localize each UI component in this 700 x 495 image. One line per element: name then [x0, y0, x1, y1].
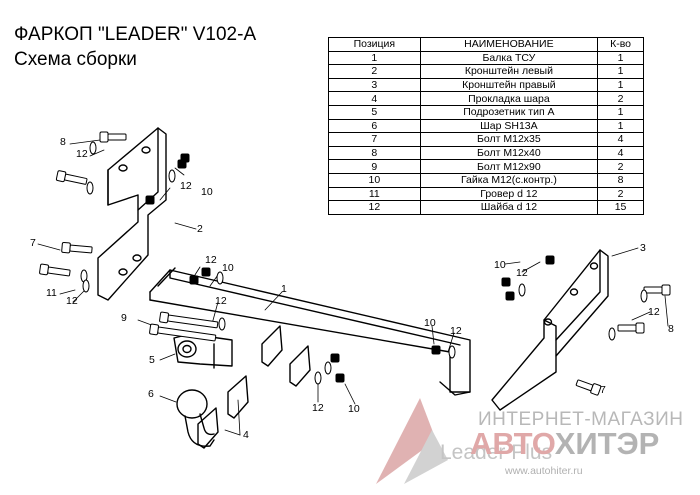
cell-name: Шайба d 12 [419, 200, 599, 215]
watermark-logo-text: Leader Plus [440, 441, 553, 464]
callout-8: 8 [668, 323, 674, 335]
callout-12: 12 [180, 180, 192, 192]
washer [89, 141, 97, 155]
callout-8: 8 [60, 136, 66, 148]
nut [335, 373, 345, 383]
washer [314, 371, 322, 385]
page-title: ФАРКОП "LEADER" V102-A [14, 24, 257, 45]
cell-qty: 15 [597, 200, 644, 215]
bolt [55, 170, 88, 185]
page-subtitle: Схема сборки [14, 49, 137, 70]
callout-10: 10 [201, 186, 213, 198]
right-bracket [491, 249, 609, 411]
nut [189, 275, 199, 285]
watermark-shop-label: ИНТЕРНЕТ-МАГАЗИН [478, 409, 684, 430]
ball-mount-plates [197, 325, 311, 449]
washer [86, 181, 94, 195]
callout-10: 10 [424, 317, 436, 329]
washer [82, 279, 90, 293]
washer [608, 327, 616, 341]
callout-12: 12 [76, 148, 88, 160]
bolt [617, 322, 645, 334]
tow-bar-beam [149, 267, 471, 396]
callout-10: 10 [348, 403, 360, 415]
washer [324, 361, 332, 375]
callout-10: 10 [494, 259, 506, 271]
callout-12: 12 [312, 402, 324, 414]
nut [505, 291, 515, 301]
callout-12: 12 [66, 295, 78, 307]
nut [545, 255, 555, 265]
bolt [643, 284, 671, 296]
callout-7: 7 [30, 237, 36, 249]
watermark-brand-red: АВТО [470, 426, 555, 461]
fasteners [39, 131, 671, 396]
callout-6: 6 [148, 388, 154, 400]
watermark-brand: АВТОХИТЭР [470, 426, 659, 462]
callout-4: 4 [243, 429, 249, 441]
watermark-logo [376, 398, 448, 484]
page-title-block: ФАРКОП "LEADER" V102-A Схема сборки [14, 22, 256, 72]
washer [216, 271, 224, 285]
callout-12: 12 [516, 267, 528, 279]
bolt [159, 311, 219, 329]
cell-qty: 1 [597, 104, 644, 120]
watermark-brand-rest: ХИТЭР [554, 426, 660, 461]
nut [180, 153, 190, 163]
nut [501, 277, 511, 287]
bolt [149, 323, 217, 342]
bolt [61, 241, 93, 254]
washer [218, 317, 226, 331]
tow-ball [176, 389, 215, 447]
nut [201, 267, 211, 277]
callout-1: 1 [281, 283, 287, 295]
washer [518, 283, 526, 297]
washer [448, 345, 456, 359]
callout-10: 10 [222, 262, 234, 274]
callout-12: 12 [215, 295, 227, 307]
callout-12: 12 [450, 325, 462, 337]
callout-11: 11 [46, 287, 57, 299]
bolt [39, 263, 71, 277]
washer [640, 289, 648, 303]
callout-2: 2 [197, 223, 203, 235]
parts-table-header-row: Позиция НАИМЕНОВАНИЕ К-во [328, 37, 644, 52]
nut [330, 353, 340, 363]
bolt [575, 379, 602, 396]
callout-7: 7 [600, 384, 606, 396]
leader-lines [37, 139, 669, 436]
callout-12: 12 [648, 306, 660, 318]
callout-5: 5 [149, 354, 155, 366]
left-bracket [97, 127, 167, 301]
washer [168, 169, 176, 183]
callout-9: 9 [121, 312, 127, 324]
bolt [99, 131, 127, 143]
callout-3: 3 [640, 242, 646, 254]
callout-12: 12 [205, 254, 217, 266]
nut [431, 345, 441, 355]
watermark-url: www.autohiter.ru [505, 465, 583, 477]
nut [145, 195, 155, 205]
